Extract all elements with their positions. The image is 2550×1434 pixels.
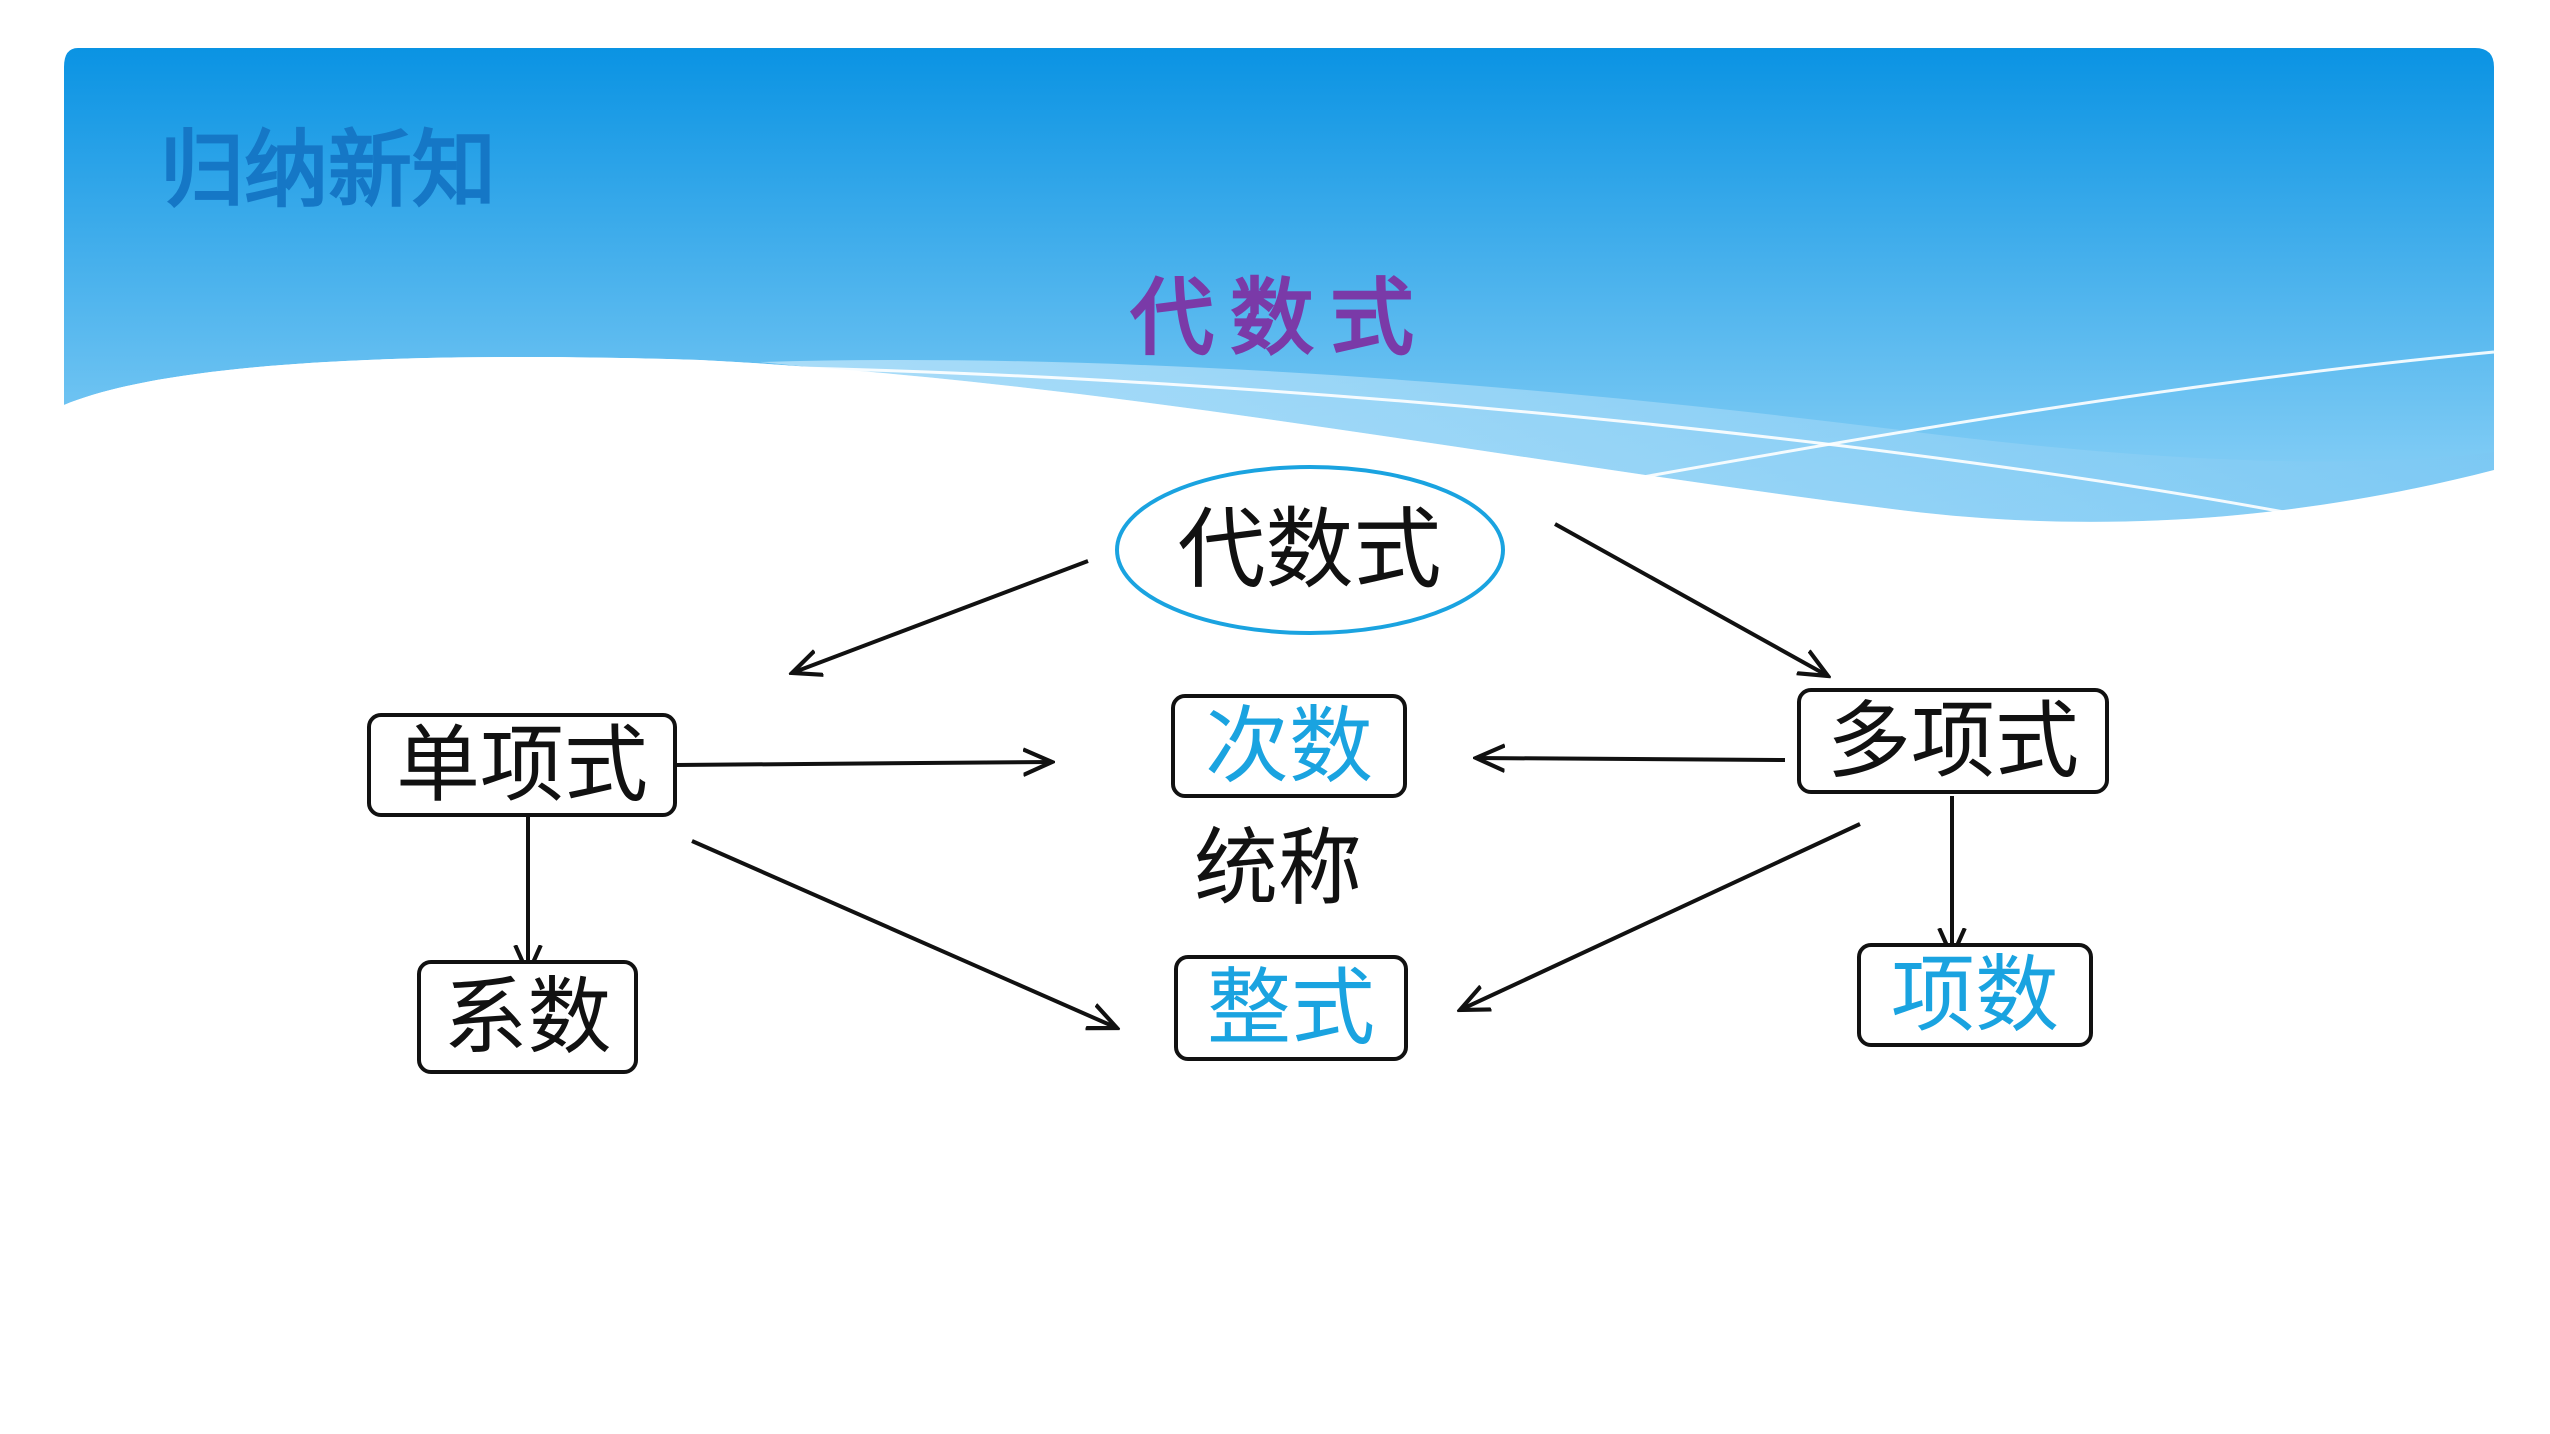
root-ellipse (1115, 465, 1505, 635)
node-integral-expression: 整式 (1174, 955, 1408, 1061)
arrow-monomial-to-integral-expression (691, 839, 1117, 1028)
banner-wave-light (760, 359, 2494, 530)
node-coefficient: 系数 (417, 960, 638, 1074)
arrow-root-to-monomial (792, 559, 1089, 673)
node-number-of-terms: 项数 (1857, 943, 2093, 1047)
banner-wave-line-2 (1559, 350, 2495, 494)
node-root-label: 代数式 (1177, 498, 1442, 601)
arrow-monomial-to-degree (675, 762, 1052, 765)
slide-subtitle: 代数式 (1130, 269, 1431, 367)
arrow-root-to-polynomial (1554, 522, 1828, 676)
label-collectively-called: 统称 (1194, 819, 1363, 917)
banner-shape (64, 48, 2494, 522)
node-monomial: 单项式 (367, 713, 677, 817)
node-degree: 次数 (1171, 694, 1407, 798)
slide-heading: 归纳新知 (160, 120, 497, 219)
arrow-polynomial-to-integral-expression (1460, 822, 1861, 1010)
arrow-polynomial-to-degree (1476, 758, 1786, 760)
banner-wave-line-1 (799, 366, 2301, 517)
node-polynomial: 多项式 (1797, 688, 2109, 794)
